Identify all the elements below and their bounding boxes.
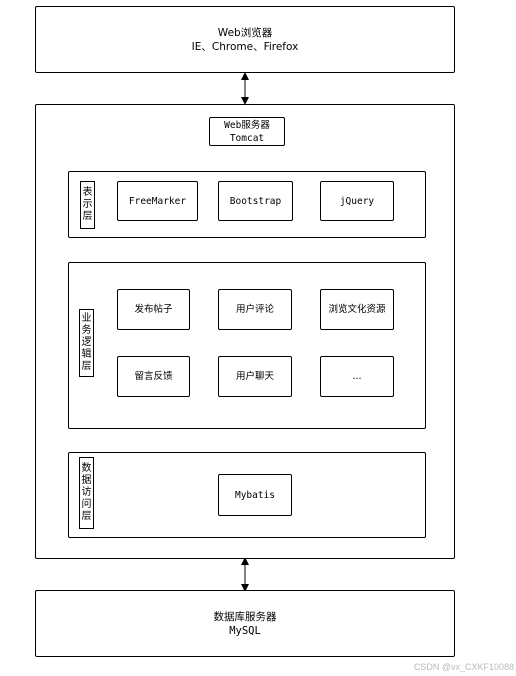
- tomcat-title: Web服务器: [224, 119, 270, 131]
- watermark: CSDN @vx_CXKF10088: [413, 662, 514, 672]
- presentation-layer-label: 表示层: [80, 181, 95, 229]
- business-layer-label: 业务逻辑层: [79, 309, 94, 377]
- more-box: ...: [320, 356, 394, 397]
- database-server-box: 数据库服务器 MySQL: [35, 590, 455, 657]
- bootstrap-box: Bootstrap: [218, 181, 293, 221]
- tomcat-box: Web服务器 Tomcat: [209, 117, 285, 146]
- feedback-box: 留言反馈: [117, 356, 190, 397]
- jquery-box: jQuery: [320, 181, 394, 221]
- post-topic-box: 发布帖子: [117, 289, 190, 330]
- freemarker-box: FreeMarker: [117, 181, 198, 221]
- web-browser-box: Web浏览器 IE、Chrome、Firefox: [35, 6, 455, 73]
- user-comment-box: 用户评论: [218, 289, 292, 330]
- user-chat-box: 用户聊天: [218, 356, 292, 397]
- business-layer-panel: [68, 262, 426, 429]
- database-title: 数据库服务器: [213, 610, 277, 623]
- browse-culture-box: 浏览文化资源: [320, 289, 394, 330]
- data-access-layer-label: 数据访问层: [79, 457, 94, 529]
- web-browser-subtitle: IE、Chrome、Firefox: [191, 40, 299, 53]
- mybatis-box: Mybatis: [218, 474, 292, 516]
- database-subtitle: MySQL: [229, 624, 261, 637]
- web-browser-title: Web浏览器: [217, 26, 273, 39]
- tomcat-subtitle: Tomcat: [229, 132, 265, 144]
